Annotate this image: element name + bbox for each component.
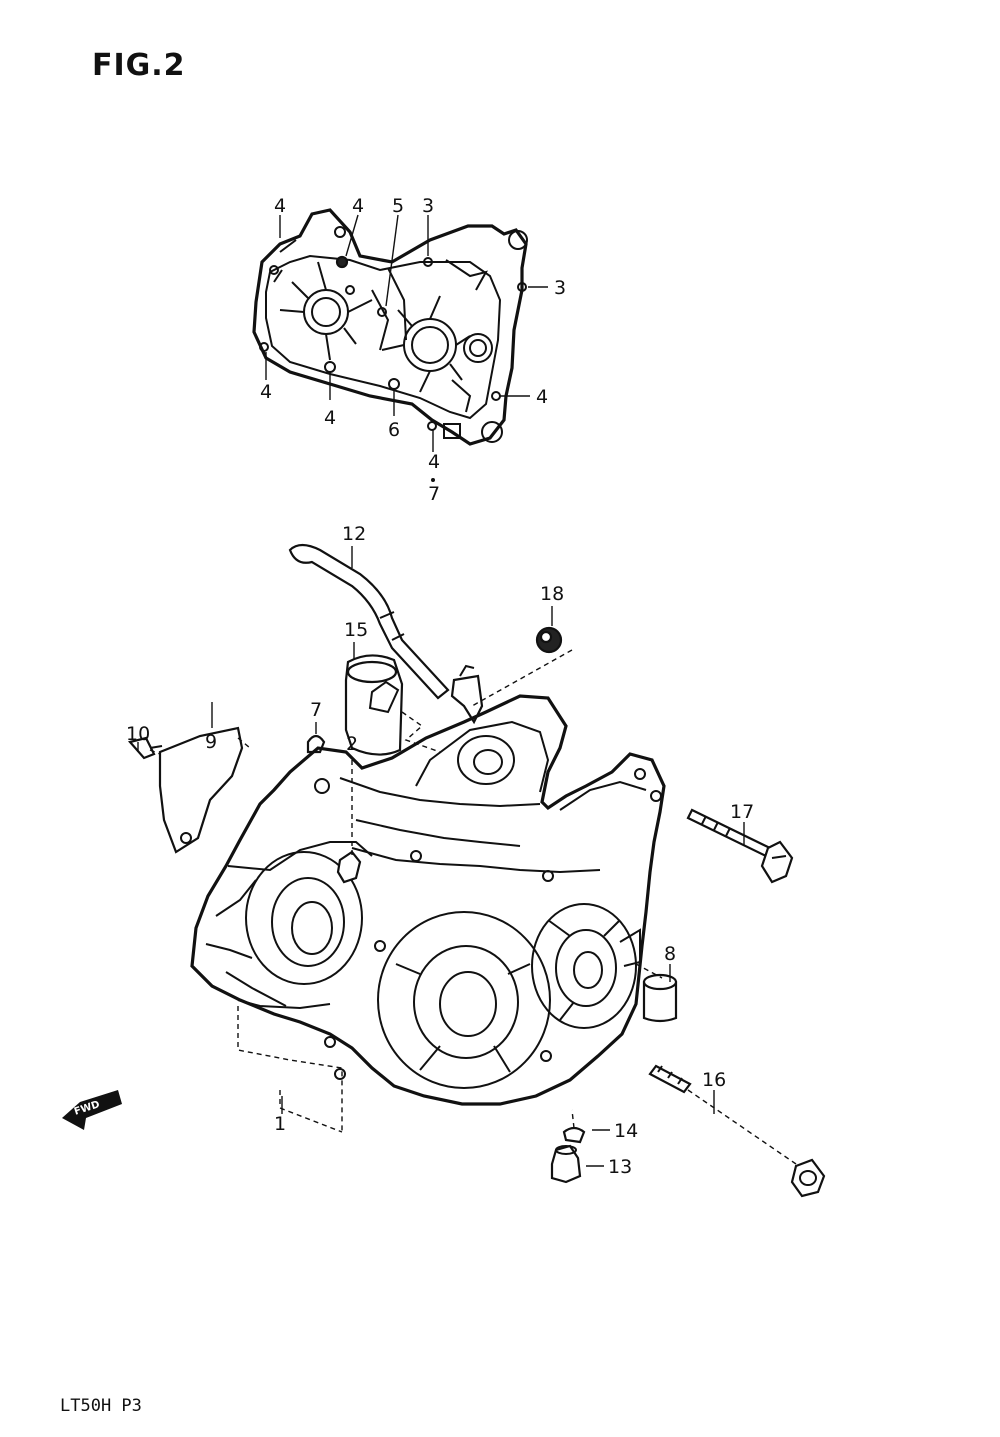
callout-3-a: 3: [422, 195, 434, 217]
callout-3-b: 3: [554, 277, 566, 299]
model-code: LT50H P3: [60, 1396, 142, 1416]
callout-numbers: 4 4 5 3 3 4 4 6 4 4 7 12 18 15 7 2 10 9 …: [126, 195, 754, 1178]
callout-14: 14: [614, 1120, 638, 1142]
callout-10: 10: [126, 723, 150, 745]
bolt-16: [648, 1064, 826, 1198]
washer-14: [562, 1126, 586, 1144]
callout-8: 8: [664, 943, 676, 965]
figure-title: FIG.2: [92, 48, 186, 83]
callout-7-a: 7: [428, 483, 440, 505]
bolt-17: [686, 808, 794, 884]
callout-dot: [431, 478, 435, 482]
oil-seal-18: [535, 626, 563, 654]
callout-6: 6: [388, 419, 400, 441]
fwd-arrow-icon: [62, 1090, 122, 1130]
bolt-16-axis: [687, 1089, 797, 1165]
cover-plate-9: [158, 726, 244, 854]
leader-9-10: [149, 737, 251, 755]
callout-leader-lines: [137, 546, 745, 1167]
callout-4-c: 4: [260, 381, 272, 403]
callout-4-d: 4: [324, 407, 336, 429]
callout-15: 15: [344, 619, 368, 641]
cylindrical-collar: [344, 654, 404, 756]
leader-18: [471, 649, 573, 707]
callout-4-e: 4: [536, 386, 548, 408]
callout-7-b: 7: [310, 699, 322, 721]
crankcase-main-body: [190, 694, 666, 1106]
callout-5: 5: [392, 195, 404, 217]
screw-10: [127, 736, 163, 760]
callout-1: 1: [274, 1113, 286, 1135]
callout-4-a: 4: [274, 195, 286, 217]
gasket-leader-lines: [265, 214, 548, 452]
callout-2: 2: [346, 733, 358, 755]
callout-9: 9: [205, 731, 217, 753]
callout-12: 12: [342, 523, 366, 545]
callout-17: 17: [730, 801, 754, 823]
bushing-8: [642, 973, 678, 1023]
callout-4-b: 4: [352, 195, 364, 217]
breather-hose: [288, 543, 484, 725]
callout-16: 16: [702, 1069, 726, 1091]
callout-13: 13: [608, 1156, 632, 1178]
callout-18: 18: [540, 583, 564, 605]
drain-plug-13: [550, 1144, 582, 1184]
callout-4-f: 4: [428, 451, 440, 473]
assembly-leader-lines: [237, 711, 663, 1133]
crankcase-gasket: [252, 208, 528, 446]
